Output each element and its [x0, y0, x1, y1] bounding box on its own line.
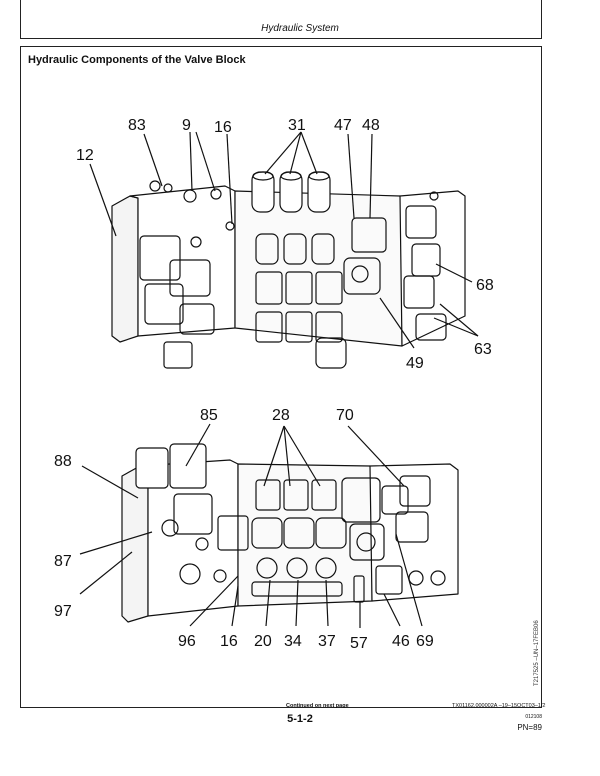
figure-id: T217525 –UN–17FEB06 — [534, 620, 540, 686]
callout-70: 70 — [336, 407, 354, 424]
callout-12: 12 — [76, 147, 94, 164]
page-number: 5-1-2 — [287, 713, 313, 725]
callout-46: 46 — [392, 633, 410, 650]
callout-34: 34 — [284, 633, 302, 650]
running-header: Hydraulic System — [261, 23, 339, 34]
header-rule-left — [20, 0, 21, 38]
header-rule-right — [541, 0, 542, 38]
callout-49: 49 — [406, 355, 424, 372]
callout-63: 63 — [474, 341, 492, 358]
callout-37: 37 — [318, 633, 336, 650]
callout-85: 85 — [200, 407, 218, 424]
header-rule — [20, 38, 542, 39]
valve-block-illustration: 83 9 16 31 47 48 12 68 63 49 85 28 70 88… — [54, 117, 494, 652]
callout-83: 83 — [128, 117, 146, 134]
callout-28: 28 — [272, 407, 290, 424]
date-code: 012108 — [525, 714, 542, 720]
callout-16: 16 — [214, 119, 232, 136]
figure-frame — [20, 46, 542, 708]
callout-96: 96 — [178, 633, 196, 650]
callout-68: 68 — [476, 277, 494, 294]
callout-31: 31 — [288, 117, 306, 134]
callout-16-lower: 16 — [220, 633, 238, 650]
callout-57: 57 — [350, 635, 368, 652]
pn-number: PN=89 — [517, 723, 542, 732]
section-title: Hydraulic Components of the Valve Block — [28, 54, 246, 66]
callout-97: 97 — [54, 603, 72, 620]
callout-9: 9 — [182, 117, 191, 134]
callout-87: 87 — [54, 553, 72, 570]
continued-note: Continued on next page — [286, 703, 349, 709]
callout-69: 69 — [416, 633, 434, 650]
callout-88: 88 — [54, 453, 72, 470]
callout-48: 48 — [362, 117, 380, 134]
document-reference: TX01162,000002A –19–15OCT03–1/2 — [452, 703, 546, 709]
callout-20: 20 — [254, 633, 272, 650]
callout-47: 47 — [334, 117, 352, 134]
